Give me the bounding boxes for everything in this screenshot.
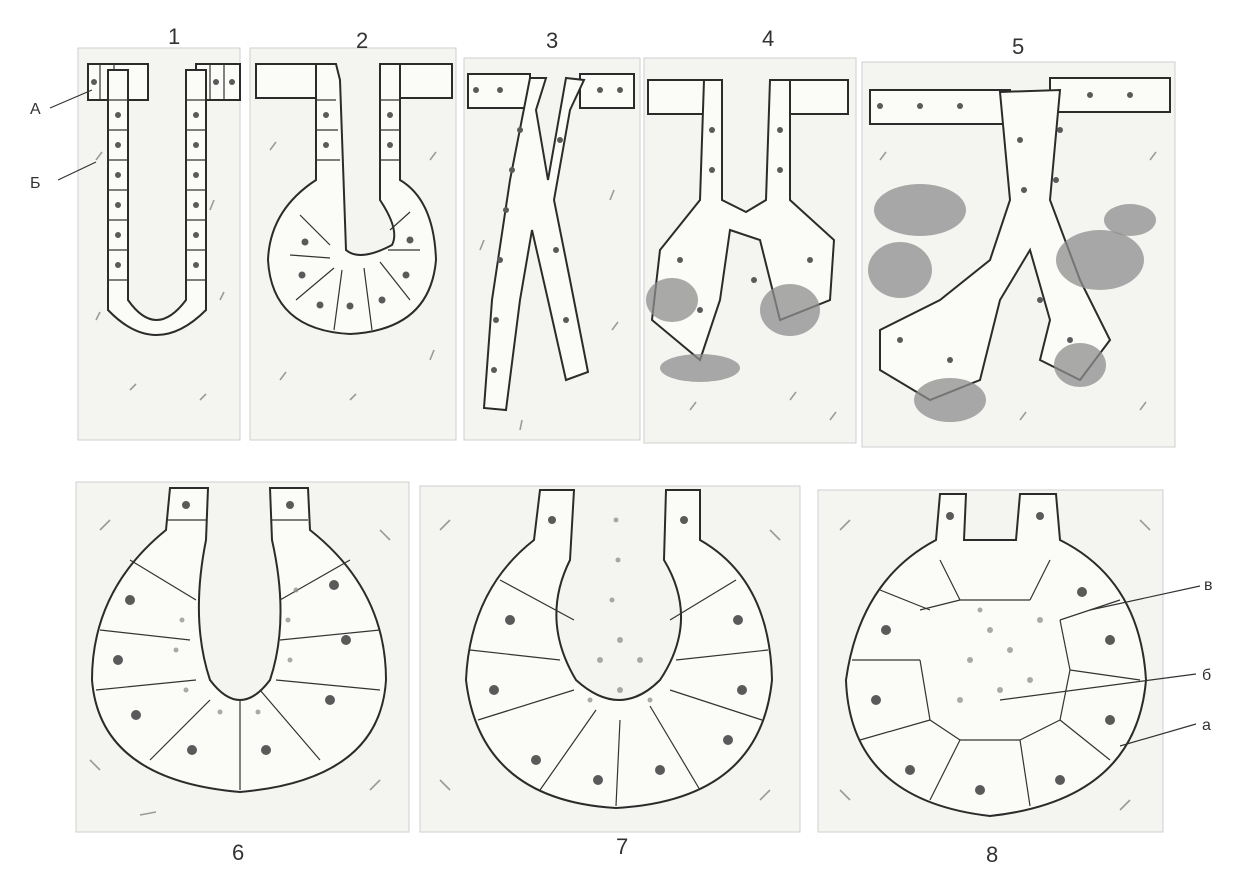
panel-label-7: 7: [616, 834, 628, 859]
panel-label-5: 5: [1012, 34, 1024, 59]
panel-label-3: 3: [546, 28, 558, 53]
panel-label-1: 1: [168, 24, 180, 49]
panel-label-4: 4: [762, 26, 774, 51]
label-v: в: [1204, 577, 1213, 594]
label-a: а: [1202, 717, 1211, 734]
panel-label-8: 8: [986, 842, 998, 867]
label-b: б: [1202, 667, 1211, 684]
panel-label-6: 6: [232, 840, 244, 865]
label-epithelium-A: A: [30, 101, 41, 118]
label-connective-B: Б: [30, 175, 41, 192]
panel-label-2: 2: [356, 28, 368, 53]
